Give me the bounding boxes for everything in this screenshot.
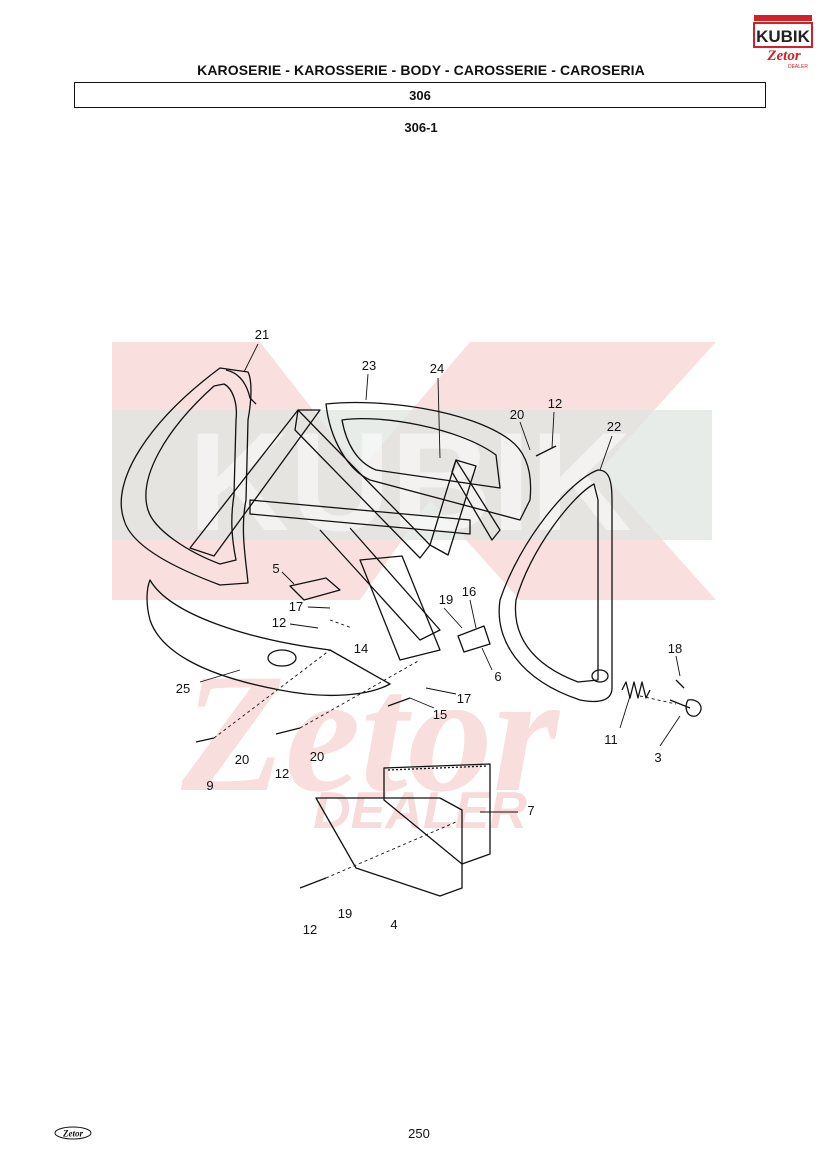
callout-20: 20 xyxy=(235,752,249,767)
part-12-bolt-upper xyxy=(535,445,557,457)
part-21-edge xyxy=(225,369,257,405)
callout-5: 5 xyxy=(272,561,279,576)
callout-18: 18 xyxy=(668,641,682,656)
callout-19: 19 xyxy=(439,592,453,607)
part-25-cover xyxy=(146,579,391,697)
dealer-watermark: KUBIK Zetor DEALER xyxy=(112,342,716,840)
callout-6: 6 xyxy=(494,669,501,684)
callout-12: 12 xyxy=(275,766,289,781)
part-12-bolt-lower xyxy=(299,877,327,889)
part-22-panel xyxy=(498,469,613,703)
logo-brand-text: KUBIK xyxy=(756,27,811,46)
part-24-panel xyxy=(341,417,501,489)
callout-23: 23 xyxy=(362,358,376,373)
assembly-lines xyxy=(213,619,677,879)
part-7-tread xyxy=(387,765,489,771)
part-12-bolt xyxy=(275,727,301,735)
leader-lines xyxy=(199,343,681,813)
callout-17: 17 xyxy=(457,691,471,706)
part-18-pin xyxy=(675,679,685,689)
callout-3: 3 xyxy=(654,750,661,765)
callout-20: 20 xyxy=(510,407,524,422)
frame-right-strut xyxy=(429,459,477,556)
frame-diagonal xyxy=(294,409,431,559)
logo-zetor-text: Zetor xyxy=(766,48,800,64)
part-22-inner xyxy=(514,483,599,683)
callout-12: 12 xyxy=(272,615,286,630)
footer-zetor-logo: Zetor xyxy=(54,1126,92,1140)
logo-dealer-text: DEALER xyxy=(788,64,808,70)
part-9-bolt xyxy=(195,737,215,743)
part-15-bolt xyxy=(387,697,411,707)
callout-12: 12 xyxy=(303,922,317,937)
callout-9: 9 xyxy=(206,778,213,793)
watermark-zetor: Zetor xyxy=(180,639,561,827)
watermark-kubik: KUBIK xyxy=(188,403,631,560)
callout-14: 14 xyxy=(354,641,368,656)
logo-frame xyxy=(753,22,813,48)
callout-12: 12 xyxy=(548,396,562,411)
group-code: 306 xyxy=(409,88,431,103)
callout-11: 11 xyxy=(604,732,618,747)
watermark-dealer: DEALER xyxy=(313,782,527,840)
frame-cross-bar xyxy=(249,499,471,535)
part-7-step xyxy=(383,763,491,865)
callout-4: 4 xyxy=(390,917,397,932)
page-number: 250 xyxy=(408,1126,430,1141)
part-11-spring xyxy=(621,681,651,699)
logo-top-bar xyxy=(754,15,812,21)
frame-right-leg xyxy=(451,459,501,541)
part-22-hole xyxy=(591,669,609,683)
callout-19: 19 xyxy=(338,906,352,921)
part-4-step xyxy=(315,797,463,897)
part-23-cover xyxy=(325,401,532,521)
part-21-inner xyxy=(145,383,238,565)
callout-17: 17 xyxy=(289,599,303,614)
callout-20: 20 xyxy=(310,749,324,764)
frame-left-strut xyxy=(189,409,321,557)
group-code-box: 306 xyxy=(74,82,766,108)
part-25-hole xyxy=(267,649,297,667)
part-21-outer xyxy=(120,367,252,586)
page-title: KAROSERIE - KAROSSERIE - BODY - CAROSSER… xyxy=(197,62,645,78)
kubik-logo: KUBIK Zetor DEALER xyxy=(753,15,813,70)
part-3-knob xyxy=(669,699,702,717)
callout-25: 25 xyxy=(176,681,190,696)
callout-22: 22 xyxy=(607,419,621,434)
part-5-bracket xyxy=(289,577,341,601)
callouts: 21 23 24 20 12 22 5 17 12 14 19 16 6 18 … xyxy=(176,327,682,937)
callout-15: 15 xyxy=(433,707,447,722)
footer-logo-text: Zetor xyxy=(62,1129,83,1139)
callout-7: 7 xyxy=(527,803,534,818)
sub-group-code: 306-1 xyxy=(404,120,438,135)
part-6-bracket xyxy=(457,625,491,653)
callout-24: 24 xyxy=(430,361,444,376)
callout-16: 16 xyxy=(462,584,476,599)
callout-21: 21 xyxy=(255,327,269,342)
frame-center-plate xyxy=(359,555,441,661)
